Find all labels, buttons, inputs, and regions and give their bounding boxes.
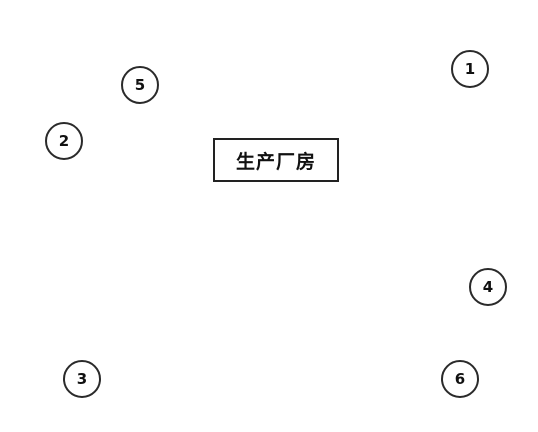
marker-3: 3 bbox=[63, 360, 101, 398]
production-building-label: 生产厂房 bbox=[213, 138, 339, 182]
marker-6: 6 bbox=[441, 360, 479, 398]
marker-5: 5 bbox=[121, 66, 159, 104]
marker-1: 1 bbox=[451, 50, 489, 88]
marker-4: 4 bbox=[469, 268, 507, 306]
marker-2: 2 bbox=[45, 122, 83, 160]
